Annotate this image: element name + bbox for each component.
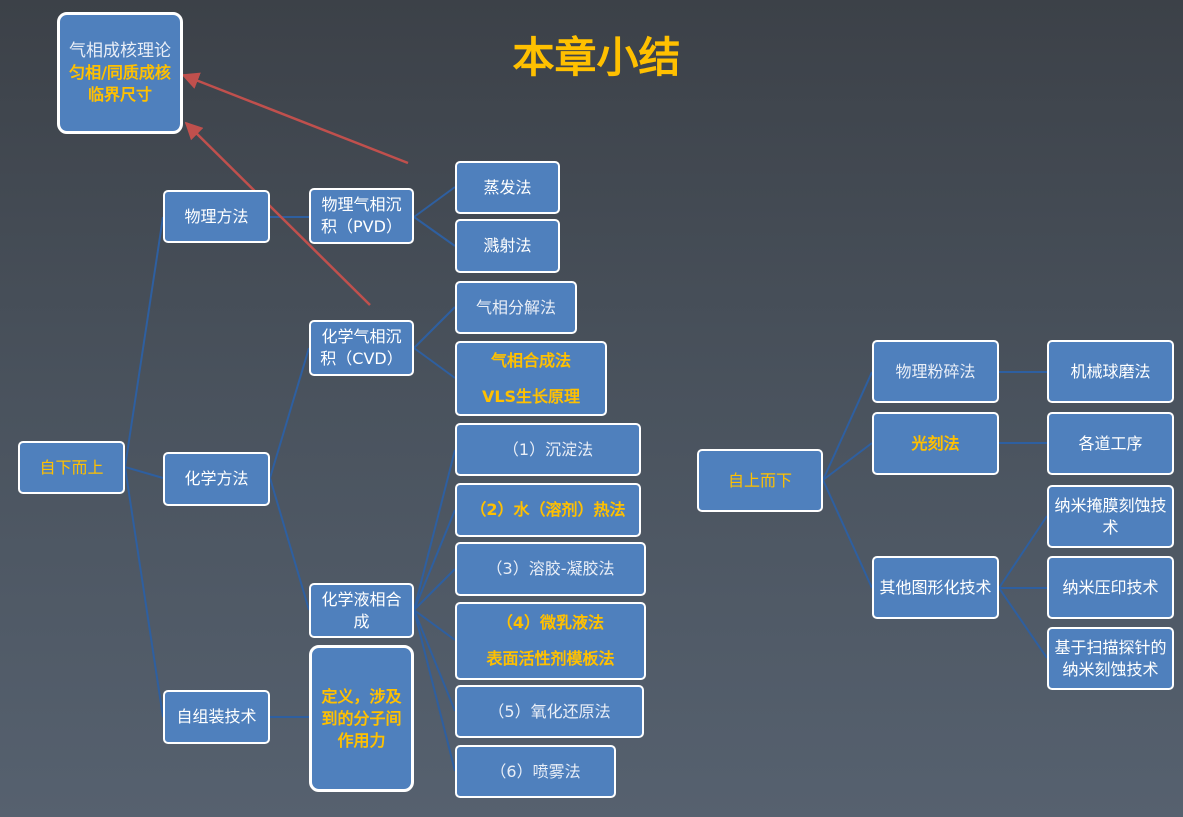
precipitation-label: （1）沉淀法 [502, 439, 594, 459]
node-nanoimprint[interactable]: 纳米压印技术 [1047, 556, 1174, 619]
link-liquid-4 [413, 609, 456, 641]
link-root-physical [124, 216, 164, 468]
link-cvd-synthesis [413, 347, 456, 379]
redox-label: （5）氧化还原法 [488, 701, 611, 721]
solgel-label: （3）溶胶-凝胶法 [486, 559, 615, 578]
cvd-line2: 积（CVD） [320, 349, 403, 368]
pvd-line1: 物理气相沉 [321, 195, 402, 214]
top-down-label: 自上而下 [727, 470, 792, 490]
node-patterning[interactable]: 其他图形化技术 [872, 556, 999, 619]
node-definition[interactable]: 定义，涉及 到的分子间 作用力 [309, 645, 414, 792]
liquid-line1: 化学液相合 [321, 589, 402, 609]
node-pvd[interactable]: 物理气相沉 积（PVD） [309, 188, 414, 244]
node-self-assembly[interactable]: 自组装技术 [163, 690, 270, 744]
link-liquid-5 [413, 609, 456, 712]
processes-label: 各道工序 [1078, 433, 1143, 453]
link-topdown-patterning [822, 479, 873, 589]
link-liquid-6 [413, 609, 456, 772]
node-vapor-decomposition[interactable]: 气相分解法 [455, 281, 577, 334]
link-liquid-1 [413, 449, 456, 611]
node-nano-etching[interactable]: 纳米掩膜刻蚀技 术 [1047, 485, 1174, 548]
link-topdown-lithography [822, 442, 873, 481]
link-liquid-3 [413, 568, 456, 611]
theory-line-critical-size: 临界尺寸 [87, 85, 152, 104]
node-microemulsion[interactable]: （4）微乳液法 表面活性剂模板法 [455, 602, 646, 680]
hydrothermal-label: （2）水（溶剂）热法 [470, 500, 626, 519]
vapor-decomposition-label: 气相分解法 [475, 297, 556, 317]
node-evaporation[interactable]: 蒸发法 [455, 161, 560, 214]
pvd-line2: 积（PVD） [321, 217, 402, 236]
node-ball-milling[interactable]: 机械球磨法 [1047, 340, 1174, 403]
node-probe-etching[interactable]: 基于扫描探针的 纳米刻蚀技术 [1047, 627, 1174, 690]
node-vapor-synthesis[interactable]: 气相合成法 VLS生长原理 [455, 341, 607, 416]
definition-line3: 作用力 [337, 730, 386, 750]
node-redox[interactable]: （5）氧化还原法 [455, 685, 644, 738]
patterning-label: 其他图形化技术 [879, 577, 992, 597]
link-liquid-2 [413, 509, 456, 611]
microemulsion-line1: （4）微乳液法 [496, 613, 605, 632]
bottom-up-label: 自下而上 [39, 457, 104, 477]
chemical-method-label: 化学方法 [184, 469, 249, 488]
nano-etching-line1: 纳米掩膜刻蚀技 [1054, 495, 1167, 515]
arrow-pvd-to-theory [181, 72, 409, 165]
node-cvd[interactable]: 化学气相沉 积（CVD） [309, 320, 414, 376]
node-hydrothermal[interactable]: （2）水（溶剂）热法 [455, 483, 641, 537]
definition-line2: 到的分子间 [321, 708, 402, 728]
vapor-synthesis-line1: 气相合成法 [490, 350, 571, 370]
link-pvd-sputtering [413, 216, 456, 247]
theory-line-homogeneous: 匀相/同质成核 [69, 63, 171, 82]
liquid-line2: 成 [353, 611, 370, 631]
ball-milling-label: 机械球磨法 [1070, 361, 1151, 381]
link-chemical-cvd [269, 347, 310, 479]
probe-line1: 基于扫描探针的 [1054, 637, 1167, 657]
theory-line-nucleation: 气相成核理论 [69, 41, 171, 61]
physical-method-label: 物理方法 [184, 206, 249, 226]
node-processes[interactable]: 各道工序 [1047, 412, 1174, 475]
evaporation-label: 蒸发法 [483, 177, 532, 197]
link-root-selfassembly [124, 466, 164, 718]
theory-box: 气相成核理论 匀相/同质成核 临界尺寸 [57, 12, 183, 134]
nanoimprint-label: 纳米压印技术 [1062, 577, 1159, 597]
node-liquid-synthesis[interactable]: 化学液相合 成 [309, 583, 414, 638]
link-topdown-crushing [822, 371, 873, 481]
sputtering-label: 溅射法 [483, 236, 532, 255]
lithography-label: 光刻法 [911, 433, 960, 453]
self-assembly-label: 自组装技术 [176, 707, 257, 726]
node-crushing[interactable]: 物理粉碎法 [872, 340, 999, 403]
microemulsion-line2: 表面活性剂模板法 [486, 649, 615, 668]
definition-line1: 定义，涉及 [321, 686, 402, 706]
link-pvd-evaporation [413, 186, 456, 218]
node-top-down[interactable]: 自上而下 [697, 449, 823, 512]
link-patterning-etching [998, 515, 1048, 589]
node-sputtering[interactable]: 溅射法 [455, 219, 560, 273]
cvd-line1: 化学气相沉 [321, 327, 402, 346]
node-physical-method[interactable]: 物理方法 [163, 190, 270, 243]
link-root-chemical [124, 466, 164, 479]
node-chemical-method[interactable]: 化学方法 [163, 452, 270, 506]
probe-line2: 纳米刻蚀技术 [1062, 659, 1159, 679]
node-spray[interactable]: （6）喷雾法 [455, 745, 616, 798]
link-patterning-probe [998, 587, 1048, 659]
vapor-synthesis-line2: VLS生长原理 [481, 386, 581, 406]
nano-etching-line2: 术 [1102, 517, 1119, 537]
node-lithography[interactable]: 光刻法 [872, 412, 999, 475]
crushing-label: 物理粉碎法 [895, 361, 976, 381]
link-chemical-liquid [269, 477, 310, 611]
node-solgel[interactable]: （3）溶胶-凝胶法 [455, 542, 646, 596]
page-title: 本章小结 [512, 33, 681, 82]
link-cvd-decomposition [413, 306, 456, 349]
node-precipitation[interactable]: （1）沉淀法 [455, 423, 641, 476]
node-bottom-up[interactable]: 自下而上 [18, 441, 125, 494]
arrow-cvd-to-theory [184, 121, 371, 306]
spray-label: （6）喷雾法 [490, 761, 581, 781]
